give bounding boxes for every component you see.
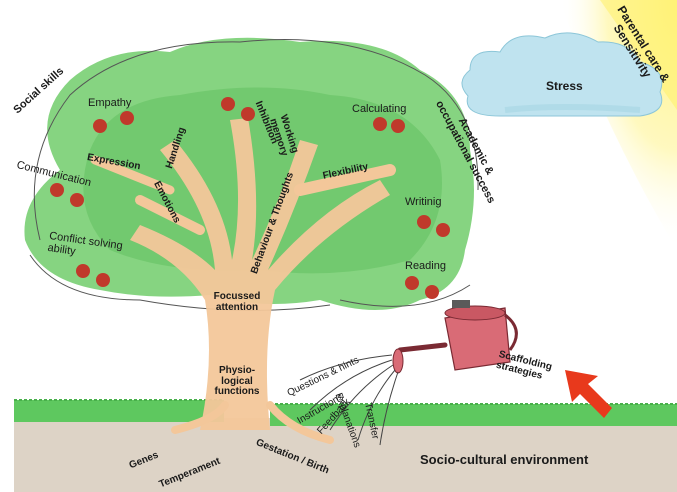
physiological-functions-label: Physio-logical functions xyxy=(214,365,260,397)
watering-can xyxy=(392,300,518,374)
ground-label: Socio-cultural environment xyxy=(420,452,589,467)
reading-label: Reading xyxy=(405,260,446,272)
apples xyxy=(50,97,450,299)
empathy-label: Empathy xyxy=(88,97,132,109)
calculating-label: Calculating xyxy=(352,103,407,115)
focussed-attention-label: Focussed attention xyxy=(213,291,261,313)
tree-trunk xyxy=(90,118,396,444)
water-streams xyxy=(299,354,399,446)
cloud-label: Stress xyxy=(546,79,583,93)
red-arrow-icon xyxy=(565,370,612,418)
writing-label: Writinig xyxy=(405,196,442,208)
ground xyxy=(14,399,677,492)
stress-cloud xyxy=(461,32,663,117)
